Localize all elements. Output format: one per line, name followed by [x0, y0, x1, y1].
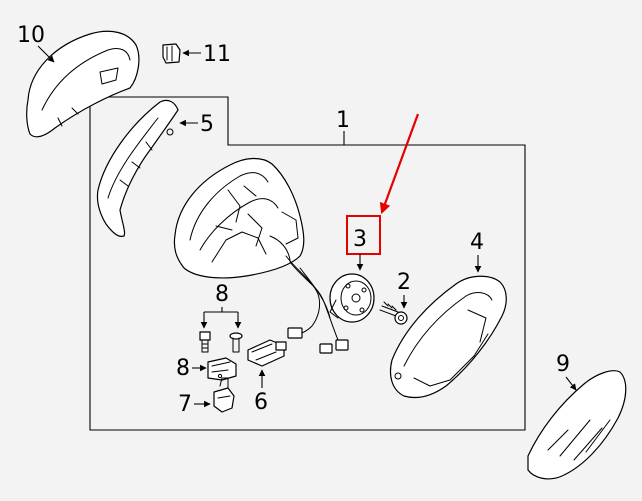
callout-9[interactable]: 9 [556, 352, 570, 377]
module-part-6[interactable] [247, 339, 287, 367]
callout-4[interactable]: 4 [470, 230, 484, 255]
callout-3-highlight-box [346, 215, 381, 255]
bolt-part-8-a[interactable] [199, 331, 211, 353]
callout-10-leader [37, 45, 55, 63]
callout-1[interactable]: 1 [336, 108, 350, 133]
mirror-glass-part-9[interactable] [527, 370, 627, 480]
callout-7[interactable]: 7 [178, 392, 192, 417]
callout-3[interactable]: 3 [353, 227, 367, 252]
motor-part-3[interactable] [329, 273, 375, 323]
mirror-housing[interactable] [173, 157, 349, 354]
bolt-part-8-b[interactable] [229, 332, 243, 353]
callout-2[interactable]: 2 [397, 270, 411, 295]
mirror-cover-part-10[interactable] [26, 30, 140, 138]
sensor-part-7[interactable] [213, 377, 235, 413]
bracket-part-8[interactable] [207, 357, 237, 381]
trim-bracket-part-5[interactable] [96, 99, 179, 237]
clip-part-11[interactable] [162, 43, 181, 64]
callout-11[interactable]: 11 [203, 42, 231, 67]
callout-6[interactable]: 6 [254, 390, 268, 415]
callout-8-top[interactable]: 8 [215, 282, 229, 307]
assembly-frame [89, 96, 526, 431]
callout-10[interactable]: 10 [17, 23, 45, 48]
callout-8-top-leader [204, 307, 238, 313]
highlight-arrow [379, 113, 420, 215]
screw-part-2[interactable] [379, 301, 408, 325]
mirror-frame-part-4[interactable] [389, 275, 507, 399]
callout-8-left[interactable]: 8 [176, 356, 190, 381]
callout-5[interactable]: 5 [200, 112, 214, 137]
callout-9-leader [565, 376, 577, 391]
